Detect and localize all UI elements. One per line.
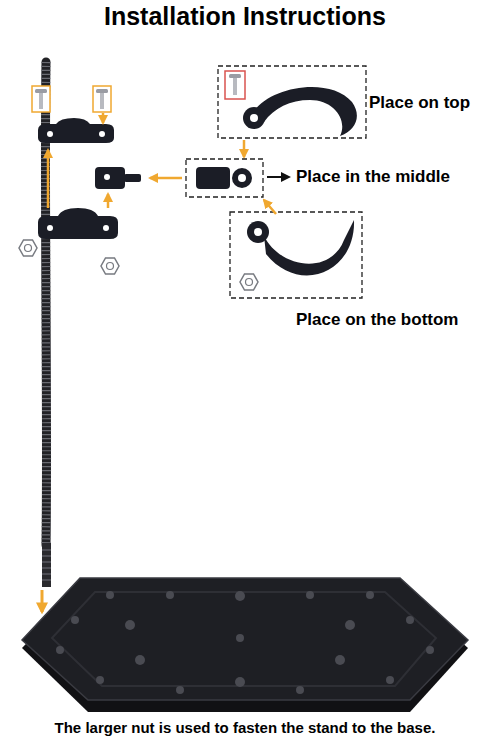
part-label: Place on the bottom [296, 310, 488, 330]
base-holes [56, 591, 434, 694]
top-hook [252, 87, 357, 136]
middle-piece-hole [104, 174, 110, 180]
nut-hole [25, 245, 32, 252]
nut-hole [246, 279, 253, 286]
screw-head [229, 74, 241, 78]
screw-shaft [39, 93, 43, 109]
dashed-frame [218, 66, 366, 138]
screw-box [32, 86, 50, 112]
hook-eyelet [243, 107, 265, 129]
screw-box [225, 71, 245, 99]
base-hole [306, 591, 314, 599]
middle-piece-ring [232, 168, 252, 188]
part-label: Place on top [369, 93, 488, 113]
dashed-frame [186, 159, 263, 197]
base-hole [71, 616, 79, 624]
middle-piece-stub [124, 174, 141, 182]
hook-eyelet [247, 221, 269, 243]
screw-shaft [233, 78, 237, 95]
screw-box [93, 86, 111, 112]
nut [101, 258, 119, 274]
screw-head [96, 89, 108, 93]
screw-head [35, 89, 47, 93]
assembly-arrow [264, 200, 276, 214]
bottom-clamp [38, 208, 118, 239]
base-hole [106, 591, 114, 599]
assembly-arrow [102, 113, 105, 123]
assembly-arrow [243, 140, 246, 157]
assembly-arrow [107, 194, 110, 208]
nut [240, 274, 258, 290]
base-hole [166, 591, 174, 599]
base-hole [296, 686, 304, 694]
hook-hole [250, 114, 258, 122]
base-hole [386, 676, 394, 684]
base-hole [426, 646, 434, 654]
pointer-arrow [267, 176, 289, 178]
caption: The larger nut is used to fasten the sta… [2, 719, 488, 736]
base-hole [235, 591, 245, 601]
base-hole [235, 677, 245, 687]
middle-piece [95, 167, 125, 189]
base-hole [125, 620, 135, 630]
base-top [22, 578, 468, 700]
base-hole [345, 620, 355, 630]
base-hole [96, 676, 104, 684]
base-hole [135, 655, 145, 665]
middle-piece [196, 167, 230, 189]
base-hole [406, 616, 414, 624]
middle-piece-hole [238, 174, 246, 182]
thread-lines [42, 550, 51, 580]
assembly-arrow [47, 150, 50, 208]
part-label: Place in the middle [296, 167, 488, 187]
base-hole [236, 634, 244, 642]
assembly-arrow [41, 590, 44, 612]
title: Installation Instructions [0, 2, 490, 31]
clamp-hole [103, 225, 109, 231]
nut [19, 240, 37, 256]
base-inner-ridge [52, 592, 436, 686]
base-hole [56, 646, 64, 654]
hook-hole [254, 228, 262, 236]
threaded-end [42, 543, 51, 587]
base-hole [366, 591, 374, 599]
assembly-arrow [150, 177, 182, 180]
clamp-hole [47, 225, 53, 231]
clamp-hole [47, 131, 53, 137]
base-hole [335, 655, 345, 665]
base-hole [176, 686, 184, 694]
clamp-hole [99, 131, 105, 137]
dashed-frame [230, 212, 362, 298]
nut-hole [107, 263, 114, 270]
screw-shaft [100, 93, 104, 109]
bottom-hook [264, 220, 354, 275]
